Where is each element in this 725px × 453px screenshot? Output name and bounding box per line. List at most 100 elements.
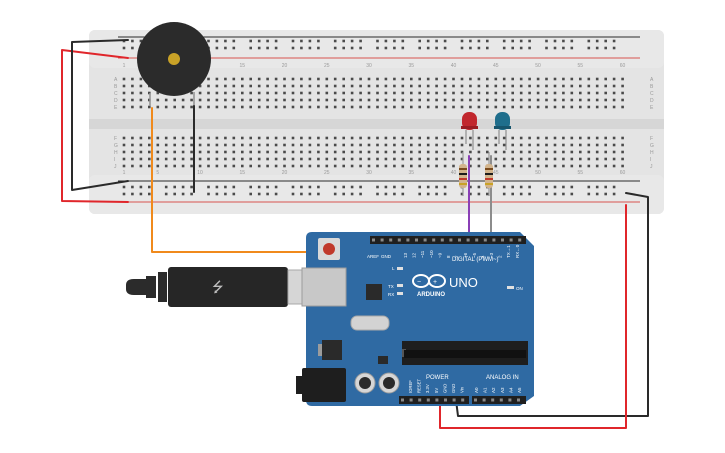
breadboard-hole[interactable] xyxy=(587,150,591,154)
breadboard-hole[interactable] xyxy=(342,157,345,161)
breadboard-hole[interactable] xyxy=(553,98,557,102)
breadboard-hole[interactable] xyxy=(435,136,438,140)
breadboard-hole[interactable] xyxy=(545,143,548,147)
breadboard-hole[interactable] xyxy=(595,105,599,109)
header-pin[interactable] xyxy=(401,398,404,402)
breadboard-hole[interactable] xyxy=(207,39,210,43)
breadboard-hole[interactable] xyxy=(452,164,455,168)
breadboard-hole[interactable] xyxy=(122,98,126,102)
breadboard-hole[interactable] xyxy=(317,98,320,102)
breadboard-hole[interactable] xyxy=(131,105,134,109)
breadboard-hole[interactable] xyxy=(452,84,455,88)
breadboard-hole[interactable] xyxy=(122,77,126,81)
breadboard-hole[interactable] xyxy=(460,150,464,154)
breadboard-hole[interactable] xyxy=(376,143,379,147)
breadboard-hole[interactable] xyxy=(291,157,295,161)
wire-black-ground[interactable] xyxy=(455,192,649,417)
breadboard-hole[interactable] xyxy=(612,150,616,154)
header-pin[interactable] xyxy=(483,238,487,242)
breadboard-hole[interactable] xyxy=(291,39,295,43)
breadboard-hole[interactable] xyxy=(553,150,557,154)
breadboard-hole[interactable] xyxy=(131,143,134,147)
breadboard-hole[interactable] xyxy=(359,105,362,109)
breadboard-hole[interactable] xyxy=(232,98,236,102)
breadboard-hole[interactable] xyxy=(308,105,312,109)
breadboard-hole[interactable] xyxy=(460,91,464,95)
breadboard-hole[interactable] xyxy=(595,84,599,88)
breadboard-hole[interactable] xyxy=(291,150,295,154)
breadboard-hole[interactable] xyxy=(435,164,438,168)
breadboard-hole[interactable] xyxy=(562,98,565,102)
breadboard-hole[interactable] xyxy=(359,46,362,50)
breadboard-hole[interactable] xyxy=(342,136,345,140)
breadboard-hole[interactable] xyxy=(587,91,591,95)
breadboard-hole[interactable] xyxy=(274,77,278,81)
breadboard-hole[interactable] xyxy=(164,143,168,147)
breadboard-hole[interactable] xyxy=(562,150,565,154)
breadboard-hole[interactable] xyxy=(181,98,185,102)
breadboard-hole[interactable] xyxy=(519,143,523,147)
breadboard-hole[interactable] xyxy=(325,164,329,168)
breadboard-hole[interactable] xyxy=(215,98,219,102)
breadboard-hole[interactable] xyxy=(477,46,481,50)
breadboard-hole[interactable] xyxy=(511,192,514,196)
breadboard-hole[interactable] xyxy=(410,98,413,102)
breadboard-hole[interactable] xyxy=(283,136,286,140)
header-pin[interactable] xyxy=(499,398,503,402)
breadboard-hole[interactable] xyxy=(376,150,379,154)
breadboard-hole[interactable] xyxy=(317,185,320,189)
breadboard-hole[interactable] xyxy=(266,46,269,50)
breadboard-hole[interactable] xyxy=(274,39,278,43)
breadboard-hole[interactable] xyxy=(410,105,413,109)
breadboard-hole[interactable] xyxy=(308,136,312,140)
breadboard-hole[interactable] xyxy=(494,157,498,161)
breadboard-hole[interactable] xyxy=(393,39,396,43)
breadboard-hole[interactable] xyxy=(502,164,506,168)
breadboard-hole[interactable] xyxy=(553,136,557,140)
breadboard-hole[interactable] xyxy=(401,84,405,88)
resistor[interactable] xyxy=(485,152,493,196)
breadboard-hole[interactable] xyxy=(350,143,354,147)
breadboard-hole[interactable] xyxy=(257,39,261,43)
breadboard-hole[interactable] xyxy=(359,164,362,168)
breadboard-hole[interactable] xyxy=(435,185,438,189)
breadboard-hole[interactable] xyxy=(257,84,261,88)
breadboard-hole[interactable] xyxy=(545,136,548,140)
breadboard-hole[interactable] xyxy=(190,143,193,147)
breadboard-hole[interactable] xyxy=(401,185,405,189)
breadboard-hole[interactable] xyxy=(393,150,396,154)
breadboard-hole[interactable] xyxy=(376,46,379,50)
breadboard-hole[interactable] xyxy=(528,157,531,161)
header-pin[interactable] xyxy=(508,398,512,402)
breadboard-hole[interactable] xyxy=(477,91,481,95)
breadboard-hole[interactable] xyxy=(198,157,202,161)
header-pin[interactable] xyxy=(406,238,410,242)
breadboard-hole[interactable] xyxy=(266,150,269,154)
breadboard-hole[interactable] xyxy=(122,46,126,50)
breadboard-hole[interactable] xyxy=(198,164,202,168)
blue-led-body[interactable] xyxy=(495,112,510,130)
breadboard-hole[interactable] xyxy=(486,77,489,81)
breadboard-hole[interactable] xyxy=(452,143,455,147)
breadboard-hole[interactable] xyxy=(207,91,210,95)
breadboard-hole[interactable] xyxy=(621,84,624,88)
breadboard-hole[interactable] xyxy=(367,157,371,161)
breadboard-hole[interactable] xyxy=(131,157,134,161)
breadboard-hole[interactable] xyxy=(562,192,565,196)
breadboard-hole[interactable] xyxy=(359,136,362,140)
breadboard-hole[interactable] xyxy=(595,157,599,161)
breadboard-hole[interactable] xyxy=(612,91,616,95)
breadboard-hole[interactable] xyxy=(241,136,244,140)
breadboard-hole[interactable] xyxy=(325,91,329,95)
breadboard-hole[interactable] xyxy=(435,91,438,95)
breadboard-hole[interactable] xyxy=(359,91,362,95)
breadboard-hole[interactable] xyxy=(342,164,345,168)
breadboard-hole[interactable] xyxy=(519,84,523,88)
breadboard-hole[interactable] xyxy=(545,185,548,189)
breadboard-hole[interactable] xyxy=(494,143,498,147)
breadboard-hole[interactable] xyxy=(460,136,464,140)
header-pin[interactable] xyxy=(409,398,413,402)
breadboard-hole[interactable] xyxy=(333,192,337,196)
breadboard-hole[interactable] xyxy=(452,77,455,81)
power-header[interactable] xyxy=(399,396,469,404)
